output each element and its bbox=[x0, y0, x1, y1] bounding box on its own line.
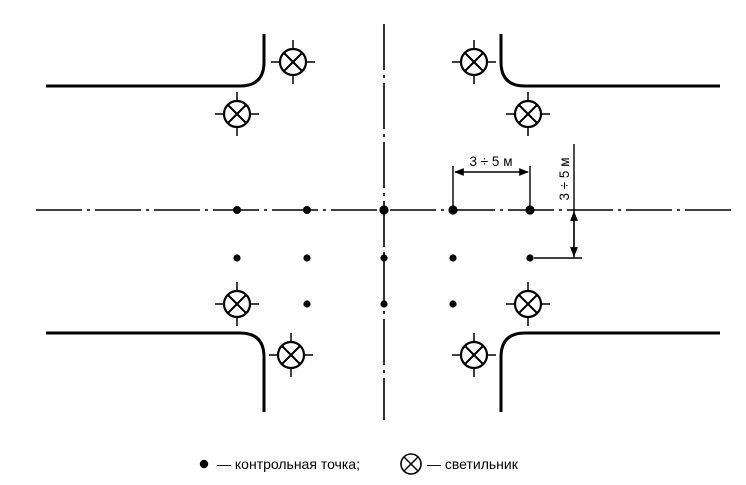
control-point bbox=[233, 254, 241, 262]
curb-top-left bbox=[46, 34, 266, 88]
lamp-icon bbox=[504, 90, 552, 138]
control-point bbox=[303, 206, 311, 214]
lamp-icon bbox=[450, 38, 498, 86]
dimension-label-horizontal: 3 ÷ 5 м bbox=[470, 154, 513, 169]
curb-bottom-right bbox=[499, 331, 720, 412]
lamp-icon bbox=[504, 280, 552, 328]
control-point bbox=[525, 205, 535, 215]
control-point bbox=[380, 300, 388, 308]
control-point bbox=[379, 205, 389, 215]
control-points bbox=[233, 205, 535, 308]
legend-lamp-label: — светильник bbox=[427, 456, 519, 472]
control-point bbox=[380, 254, 388, 262]
curb-top-right bbox=[499, 34, 720, 88]
lamp-icon bbox=[269, 38, 317, 86]
dimension-label-vertical: 3 ÷ 5 м bbox=[557, 158, 572, 201]
control-point-icon bbox=[199, 459, 209, 469]
curb-bottom-left bbox=[46, 331, 266, 412]
lamp-icon bbox=[213, 280, 261, 328]
control-point bbox=[526, 254, 534, 262]
lamp-icon bbox=[267, 331, 315, 379]
control-point bbox=[449, 254, 457, 262]
control-point bbox=[449, 300, 457, 308]
control-point bbox=[448, 205, 458, 215]
control-point bbox=[303, 300, 311, 308]
lamp-icon bbox=[450, 331, 498, 379]
dimension-horizontal: 3 ÷ 5 м bbox=[452, 154, 531, 206]
control-point bbox=[233, 206, 241, 214]
legend-control-point-label: — контрольная точка; bbox=[217, 456, 360, 472]
legend: — контрольная точка; — светильник bbox=[199, 453, 519, 475]
control-point bbox=[303, 254, 311, 262]
dimension-vertical: 3 ÷ 5 м bbox=[534, 144, 582, 259]
lamp-icon bbox=[213, 90, 261, 138]
lamp-icon bbox=[400, 453, 422, 475]
